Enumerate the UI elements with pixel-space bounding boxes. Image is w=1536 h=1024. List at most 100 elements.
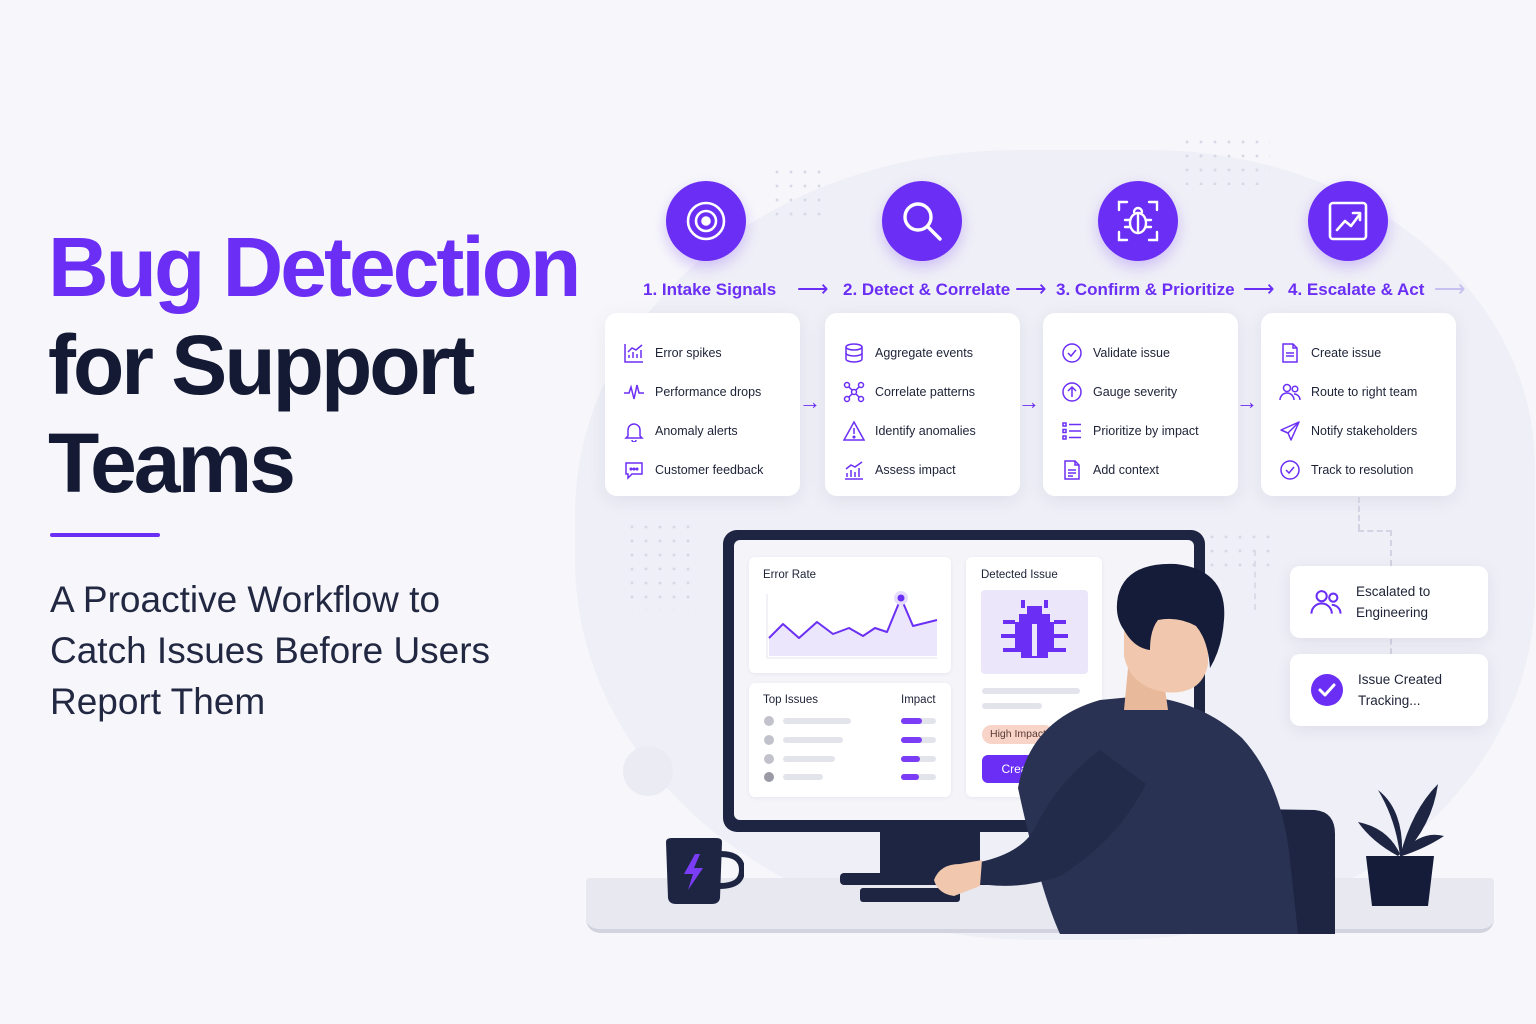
list-item: Correlate patterns [843,372,1020,411]
trend-chart-icon [1308,181,1388,261]
status-line-2: Tracking... [1358,693,1421,708]
chat-icon [625,461,643,480]
check-circle-icon [1062,342,1082,363]
check-circle-icon [1311,674,1343,706]
issue-dot [764,772,774,782]
item-label: Validate issue [1093,345,1170,360]
step-card-confirm: Validate issue Gauge severity Prioritize… [1043,313,1238,496]
list-item: Gauge severity [1061,372,1238,411]
pulse-icon [624,383,644,399]
send-icon [1280,420,1300,441]
status-text: Escalated to Engineering [1356,581,1430,623]
dot-grid [625,520,695,610]
arrow-right-icon: → [1018,389,1040,414]
list-item: Prioritize by impact [1061,411,1238,450]
impact-label: Impact [901,694,936,706]
database-icon [845,342,863,363]
arrow-right-icon: → [1236,389,1258,414]
subtitle-line-2: Catch Issues Before Users [50,630,491,671]
item-label: Route to right team [1311,384,1418,399]
item-label: Assess impact [875,462,956,477]
step-title-intake: 1. Intake Signals [643,280,777,299]
step-title-confirm: 3. Confirm & Prioritize [1056,280,1235,299]
list-item: Route to right team [1279,372,1456,411]
connector-line [1390,639,1392,654]
issue-placeholder [783,774,823,780]
dot-grid [770,165,830,225]
detected-issue-label: Detected Issue [981,569,1058,581]
bug-scan-icon [1098,181,1178,261]
impact-bar [901,718,922,724]
arrow-right-icon: ⟶ [1243,276,1275,301]
issue-dot [764,754,774,764]
title-line-3: Teams [48,416,296,510]
step-title-detect: 2. Detect & Correlate [843,280,1011,299]
connector-line [1254,550,1256,610]
step-card-detect: Aggregate events Correlate patterns Iden… [825,313,1020,496]
bug-icon [1001,600,1068,658]
status-card-issue-created: Issue Created Tracking... [1290,654,1488,726]
issue-placeholder [783,718,851,724]
title-line-2: for Support [48,318,475,412]
impact-track [901,774,936,780]
bug-preview [981,590,1088,674]
coffee-mug [666,838,744,904]
person-illustration [934,563,1335,934]
network-icon [843,381,865,402]
dot-grid [1180,135,1270,185]
subtitle-line-1: A Proactive Workflow to [50,579,441,620]
impact-bar [901,756,921,762]
list-item: Track to resolution [1279,450,1456,489]
step-card-escalate: Create issue Route to right team Notify … [1261,313,1456,496]
page-title: Bug Detection for Support Teams [48,218,588,512]
step-card-intake: Error spikes Performance drops Anomaly a… [605,313,800,496]
impact-bar [901,737,922,743]
impact-bar [901,774,919,780]
title-divider [50,533,160,537]
error-rate-label: Error Rate [763,569,817,581]
step-title-escalate: 4. Escalate & Act [1288,280,1425,299]
bar-chart-icon [845,460,863,480]
title-line-accent: Bug Detection [48,220,581,314]
dot-grid [1205,530,1275,570]
list-icon [1062,421,1081,440]
lightning-icon [684,854,703,890]
connector-line [1358,530,1392,532]
arrow-right-icon: ⟶ [1434,276,1466,301]
bell-icon [624,422,644,442]
connector-line [1358,497,1360,530]
item-label: Track to resolution [1311,462,1414,477]
list-item: Aggregate events [843,333,1020,372]
list-item: Anomaly alerts [623,411,800,450]
subtitle-line-3: Report Them [50,681,266,722]
high-impact-badge: High Impact [982,725,1054,744]
arrow-right-icon: ⟶ [797,276,829,301]
status-card-escalated: Escalated to Engineering [1290,566,1488,638]
users-icon [1310,590,1342,614]
item-label: Aggregate events [875,345,973,360]
arrow-right-icon: ⟶ [1015,276,1047,301]
status-line-1: Issue Created [1358,672,1443,687]
status-line-1: Escalated to [1356,584,1431,599]
target-icon [666,181,746,261]
item-label: Correlate patterns [875,384,976,399]
list-item: Create issue [1279,333,1456,372]
warning-icon [843,419,865,441]
list-item: Notify stakeholders [1279,411,1456,450]
item-label: Add context [1093,462,1160,477]
document-icon [1282,342,1298,363]
item-label: Error spikes [655,345,722,360]
decorative-circle [623,746,673,796]
list-item: Error spikes [623,333,800,372]
item-label: Identify anomalies [875,423,976,438]
users-icon [1279,383,1301,400]
desk [586,878,1494,933]
item-label: Prioritize by impact [1093,423,1199,438]
list-item: Performance drops [623,372,800,411]
list-item: Add context [1061,450,1238,489]
connector-line [1390,530,1392,566]
item-label: Gauge severity [1093,384,1178,399]
keyboard [860,888,960,902]
item-label: Performance drops [655,384,762,399]
arrow-up-circle-icon [1062,381,1082,402]
